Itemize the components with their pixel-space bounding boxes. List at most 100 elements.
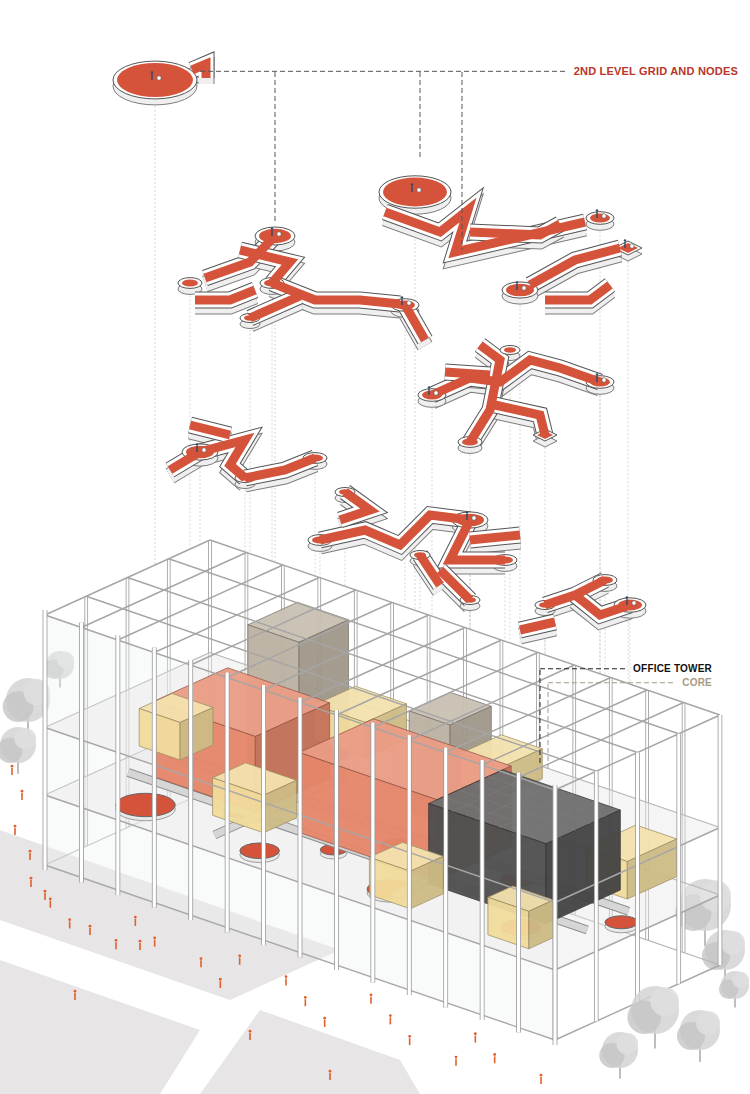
figure-head xyxy=(151,71,153,73)
tree-crown xyxy=(721,931,745,955)
pedestrian-head xyxy=(329,1070,332,1073)
walkway-floor xyxy=(432,360,600,395)
node-floor xyxy=(618,243,638,253)
pedestrian xyxy=(390,1017,392,1024)
column-edge xyxy=(261,685,266,945)
figure xyxy=(596,376,597,382)
plaza-rims xyxy=(418,345,614,447)
node-marker xyxy=(472,516,476,520)
pedestrian-head xyxy=(474,1032,477,1035)
pedestrian-head xyxy=(323,1017,326,1020)
plaza-walls xyxy=(502,247,642,306)
walkway-rim xyxy=(520,622,555,630)
pedestrian xyxy=(305,999,307,1006)
plaza-walls xyxy=(178,233,425,346)
walkway-rim-edge xyxy=(190,425,230,435)
walkway-rim xyxy=(545,285,610,300)
pedestrian xyxy=(285,979,287,986)
pedestrian-head xyxy=(200,957,203,960)
walkway-rim xyxy=(250,296,300,318)
pedestrian-head xyxy=(540,1074,543,1077)
column xyxy=(262,685,265,945)
node-rim xyxy=(113,61,197,99)
pedestrian-head xyxy=(68,918,71,921)
walkway-floor xyxy=(470,224,560,235)
node-floor xyxy=(244,315,256,320)
walkway-floor xyxy=(170,440,245,478)
plaza-walls xyxy=(418,351,614,453)
pedestrian xyxy=(455,1059,457,1066)
pedestrian xyxy=(200,960,202,967)
projection-line xyxy=(315,470,316,576)
pedestrian xyxy=(74,993,76,1000)
walkway-rim xyxy=(340,492,370,520)
node-floor xyxy=(339,489,351,494)
trees xyxy=(599,971,749,1079)
tree-crown xyxy=(696,1011,720,1035)
figure-head xyxy=(516,281,518,283)
plaza-rims xyxy=(178,227,425,340)
leader-line xyxy=(462,72,463,250)
column-edge xyxy=(115,635,120,895)
volume-side xyxy=(180,708,213,761)
column xyxy=(481,760,484,1020)
node-floor xyxy=(618,600,642,611)
walkway-rim xyxy=(405,305,425,340)
pedestrian xyxy=(89,928,91,935)
plaza-floor xyxy=(116,793,175,816)
pedestrian-head xyxy=(285,975,288,978)
plaza-rims xyxy=(113,61,206,99)
callout-label: OFFICE TOWER xyxy=(631,663,714,675)
column-edge xyxy=(594,771,599,1021)
column xyxy=(335,710,338,970)
figure-head xyxy=(401,296,403,298)
node-marker xyxy=(434,391,438,395)
walkway-rim-edge xyxy=(520,622,555,630)
figure xyxy=(596,212,597,218)
leader-line xyxy=(200,71,566,72)
plaza-floors xyxy=(383,178,610,252)
roof-beam xyxy=(86,596,596,771)
figure xyxy=(624,242,625,248)
node-marker xyxy=(407,301,411,305)
node-rim xyxy=(379,176,451,208)
tree-crown xyxy=(732,972,749,989)
walkway-rim-edge xyxy=(385,210,585,252)
walkway-floor xyxy=(245,458,315,478)
plaza-rims xyxy=(308,488,520,605)
column xyxy=(677,734,680,984)
node-floor xyxy=(462,438,478,445)
column xyxy=(226,673,229,933)
volume-front xyxy=(213,778,264,833)
figure-head xyxy=(196,443,198,445)
plaza-walls xyxy=(520,581,646,636)
figure xyxy=(466,514,467,520)
node-floor xyxy=(182,279,198,286)
leader-line xyxy=(420,72,421,160)
node-floor xyxy=(597,576,613,583)
ground-plane xyxy=(200,1010,420,1094)
walkway-rim-edge xyxy=(545,285,610,300)
tree-crown xyxy=(14,728,36,750)
column xyxy=(517,773,520,1033)
figure-head xyxy=(411,183,413,185)
projection-line xyxy=(600,395,601,674)
walkway-rim xyxy=(470,224,560,235)
node-marker xyxy=(157,76,161,80)
column xyxy=(80,623,83,883)
pedestrian xyxy=(494,1056,496,1063)
pedestrian xyxy=(139,943,141,950)
walkway-rim xyxy=(195,290,255,300)
pedestrian-head xyxy=(29,850,32,853)
node-marker xyxy=(602,214,606,218)
walkway-floor xyxy=(545,285,610,300)
node-floor xyxy=(497,556,513,563)
column-edge xyxy=(188,660,193,920)
walkway-rim-edge xyxy=(405,305,425,340)
pedestrian xyxy=(21,793,23,800)
column xyxy=(116,635,119,895)
walkway-rim xyxy=(432,360,600,395)
walkway-floor xyxy=(545,580,605,605)
leader-lines xyxy=(200,71,674,772)
